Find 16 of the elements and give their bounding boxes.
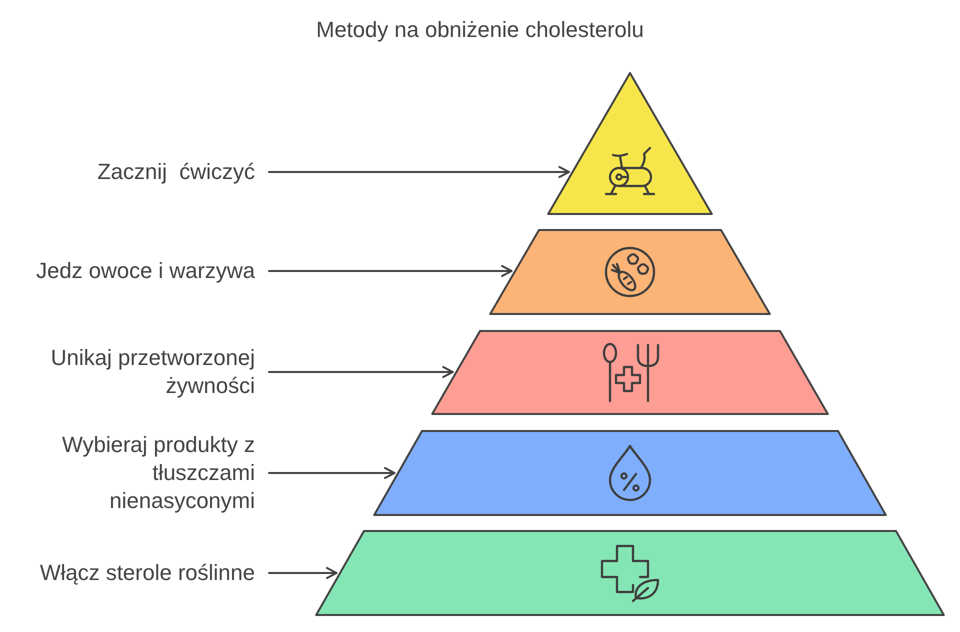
arrow <box>268 366 454 378</box>
pyramid-tier <box>489 229 771 315</box>
arrow <box>268 567 338 579</box>
pyramid-tier <box>315 530 945 616</box>
method-label: Włącz sterole roślinne <box>38 559 255 587</box>
arrow <box>268 467 396 479</box>
method-label: Jedz owoce i warzywa <box>35 257 255 285</box>
pyramid-tier <box>431 330 829 415</box>
method-label: Wybieraj produkty z tłuszczami nienasyconymi <box>54 431 255 515</box>
method-label: Zacznij ćwiczyć <box>96 158 255 186</box>
diagram-title: Metody na obniżenie cholesterolu <box>316 16 644 44</box>
pyramid-tier <box>373 430 887 516</box>
arrow <box>268 265 513 277</box>
method-label: Unikaj przetworzonej żywności <box>43 344 255 400</box>
arrow <box>268 166 570 178</box>
pyramid-tier <box>547 72 713 215</box>
